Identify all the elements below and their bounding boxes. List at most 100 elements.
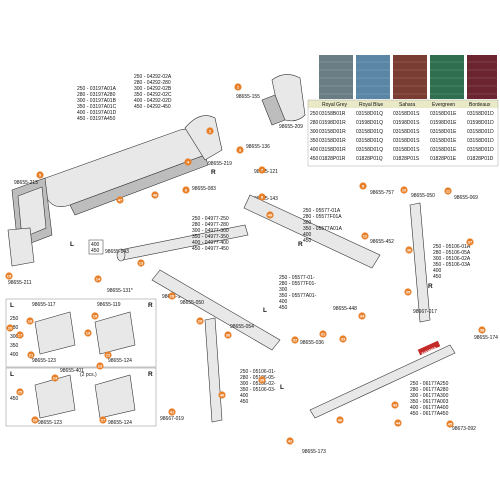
side-label: L xyxy=(10,371,14,378)
fabric-code-cell: 03158D01Q xyxy=(356,129,383,135)
list-line: 300 - 06177A300 xyxy=(410,393,449,399)
callout-badge xyxy=(266,211,274,219)
callout-badge xyxy=(286,437,294,445)
list-line: 300 - 04292-02B xyxy=(134,86,172,92)
list-line: 450 - 04292-450 xyxy=(134,104,171,110)
callout-badge xyxy=(404,288,412,296)
callout-number: 12 xyxy=(363,233,368,238)
fabric-code-cell: 03158D01Q xyxy=(356,111,383,117)
fabric-size-cell: 400 xyxy=(310,147,319,153)
part-code: 98655-136 xyxy=(246,144,270,150)
list-line: 280 - 06177A280 xyxy=(410,387,449,393)
part-code: 98655-401 xyxy=(60,368,84,374)
fabric-code-cell: 03158D01R xyxy=(319,138,346,144)
callout-badge xyxy=(196,317,204,325)
callout-number: 45 xyxy=(448,421,453,426)
side-label: R xyxy=(148,371,153,378)
callout-badge xyxy=(6,324,14,332)
part-code: 98655-124 xyxy=(108,358,132,364)
side-label: L xyxy=(10,302,14,309)
callout-badge xyxy=(394,419,402,427)
leg-right-list: 250 - 05106-01A 280 - 05106-05A 300 - 05… xyxy=(433,244,471,280)
callout-badge xyxy=(339,335,347,343)
list-line: 350 - 05577A01- xyxy=(279,293,317,299)
fabric-code-cell: 03158D01E xyxy=(430,129,457,135)
callout-badge xyxy=(206,127,214,135)
list-line: 280 - 03197A280 xyxy=(77,92,116,98)
part-code: 98655-117 xyxy=(32,302,56,308)
fabric-code-cell: 01828P01S xyxy=(393,156,420,162)
list-line: 400 - 04977-400 xyxy=(192,240,229,246)
list-line: 350 - 06177A003 xyxy=(410,399,449,405)
callout-badge xyxy=(444,187,452,195)
list-line: 250 - 05106-01A xyxy=(433,244,471,250)
callout-number: 49 xyxy=(268,212,273,217)
list-line: 280 - 05106-05- xyxy=(240,375,276,381)
bracket-panel-top: L 98655-117 98655-119 R 250 280 300 350 … xyxy=(5,298,157,368)
royal-blue-swatch xyxy=(356,55,390,99)
top-profile-list: 250 - 04292-02A 280 - 04292-280 300 - 04… xyxy=(134,74,172,110)
side-label: L xyxy=(280,384,284,391)
right-leg-part xyxy=(409,202,431,323)
callout-number: 7 xyxy=(261,167,264,172)
callout-badge xyxy=(36,171,44,179)
part-code: 98655-757 xyxy=(370,190,394,196)
callout-number: 21 xyxy=(29,352,34,357)
side-label: R xyxy=(298,241,303,248)
callout-number: 6 xyxy=(185,187,188,192)
fabric-size-cell: 450 xyxy=(310,156,319,162)
callout-badge xyxy=(27,351,35,359)
callout-number: 9 xyxy=(362,183,365,188)
callout-number: 42 xyxy=(288,438,293,443)
part-code: 98655-211 xyxy=(8,280,32,286)
callout-badge xyxy=(446,420,454,428)
callout-number: 39 xyxy=(260,377,265,382)
callout-number: 47 xyxy=(118,197,123,202)
part-code: 98655-083 xyxy=(192,186,216,192)
callout-number: 2 xyxy=(209,128,212,133)
callout-number: 37 xyxy=(468,239,473,244)
side-label: R xyxy=(148,302,153,309)
part-code: 98655-069 xyxy=(454,195,478,201)
fabric-size-cell: 280 xyxy=(310,120,319,126)
fabric-code-cell: 01598D01E xyxy=(430,120,457,126)
callout-number: 29 xyxy=(198,318,203,323)
callout-number: 17 xyxy=(18,332,23,337)
part-code: 98655-213 xyxy=(14,180,38,186)
callout-number: 24 xyxy=(53,375,58,380)
list-line: 400 - 03197A01D xyxy=(77,110,117,116)
fabric-size-cell: 350 xyxy=(310,138,319,144)
callout-badge xyxy=(236,146,244,154)
list-line: 300 - 05106-02A xyxy=(433,256,471,262)
roller-tube-part xyxy=(116,224,249,262)
list-line: 250 - 05577-01- xyxy=(279,275,315,281)
awning-case-part xyxy=(39,115,223,216)
left-leg-part xyxy=(204,317,223,423)
part-code: 98655-050 xyxy=(411,193,435,199)
callout-number: 41 xyxy=(170,409,175,414)
callout-number: 5 xyxy=(39,172,42,177)
list-line: 280 - 04977-280 xyxy=(192,222,229,228)
list-line: 400 xyxy=(10,352,19,358)
fabric-code-cell: 01598D01Q xyxy=(356,120,383,126)
fabric-code-cell: 03158D01R xyxy=(319,129,346,135)
list-line: 250 - 06177A250 xyxy=(410,381,449,387)
callout-badge xyxy=(361,232,369,240)
callout-badge xyxy=(137,259,145,267)
fabric-code-cell: 01598D01R xyxy=(319,120,346,126)
fabric-header-bordeaux: Bordeaux xyxy=(469,102,491,108)
bordeaux-swatch xyxy=(467,55,497,99)
fabric-header-royal-grey: Royal Grey xyxy=(322,102,348,108)
callout-number: 1 xyxy=(237,84,240,89)
callout-number: 43 xyxy=(393,402,398,407)
callout-number: 36 xyxy=(407,247,412,252)
end-cap-part xyxy=(261,74,306,126)
part-code: 98655-174 xyxy=(474,335,498,341)
list-line: 450 - 06177A450 xyxy=(410,411,449,417)
part-code: 98655-121 xyxy=(254,169,278,175)
fabric-code-cell: 03158D01D xyxy=(467,147,494,153)
list-line: 350 - 05106-03- xyxy=(240,387,276,393)
list-line: 450 - 03197A450 xyxy=(77,116,116,122)
callout-number: 44 xyxy=(396,420,401,425)
